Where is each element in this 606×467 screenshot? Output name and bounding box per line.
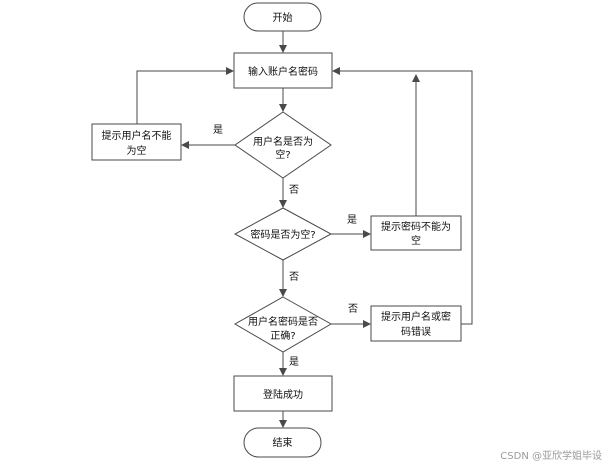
username-empty-message-line1: 提示用户名不能 [102,129,172,142]
login-success-box: 登陆成功 [233,375,333,412]
input-credentials-label: 输入账户名密码 [248,65,318,78]
end-label: 结束 [273,436,293,449]
credentials-correct-decision: 用户名密码是否 正确? [233,296,333,353]
credentials-correct-label-line1: 用户名密码是否 [248,315,318,328]
start-label: 开始 [273,11,293,24]
credentials-error-message-line2: 码错误 [401,325,431,338]
password-empty-message-box: 提示密码不能为 空 [370,215,462,251]
password-empty-decision: 密码是否为空? [233,207,333,261]
username-empty-message-line2: 为空 [127,144,147,157]
username-empty-label-line1: 用户名是否为 [253,135,313,148]
edge-label-username-no: 否 [289,184,299,196]
credentials-error-message-box: 提示用户名或密 码错误 [370,305,462,342]
password-empty-message-line1: 提示密码不能为 [381,220,451,233]
watermark-text: CSDN @亚欣学姐毕设 [500,449,602,462]
edge-label-password-yes: 是 [347,214,357,226]
edge-label-password-no: 否 [289,271,299,283]
password-empty-message-line2: 空 [411,234,421,247]
end-terminal: 结束 [243,427,322,458]
login-success-label: 登陆成功 [263,388,303,401]
edge-label-username-yes: 是 [213,124,223,136]
start-terminal: 开始 [243,2,322,32]
username-empty-message-box: 提示用户名不能 为空 [91,123,182,161]
edge-username-message-loop [136,67,234,124]
input-credentials-box: 输入账户名密码 [233,52,333,89]
username-empty-decision: 用户名是否为 空? [234,111,332,179]
credentials-error-message-line1: 提示用户名或密 [381,310,451,323]
username-empty-label-line2: 空? [275,148,290,161]
password-empty-label: 密码是否为空? [250,228,315,241]
edge-label-credentials-yes: 是 [289,356,299,368]
edge-label-credentials-no: 否 [348,303,358,315]
edge-credentials-error-loop [332,67,473,325]
credentials-correct-label-line2: 正确? [270,329,295,342]
